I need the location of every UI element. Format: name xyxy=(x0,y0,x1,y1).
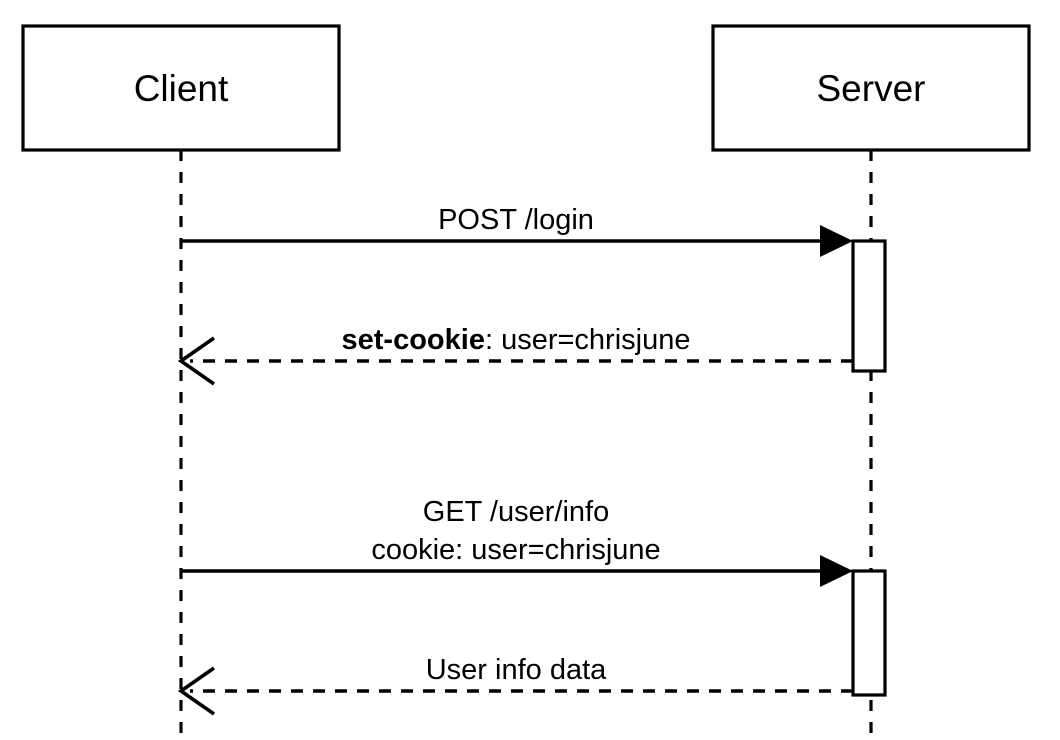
participant-label-server: Server xyxy=(817,68,926,109)
arrowhead-post-login xyxy=(820,225,853,257)
message-label-get-user-info: GET /user/info xyxy=(423,496,609,528)
message-label-user-info-data: User info data xyxy=(426,654,607,686)
message-label-get-user-info-cookie: cookie: user=chrisjune xyxy=(371,534,660,566)
arrowhead-get-user-info xyxy=(820,555,853,587)
participant-label-client: Client xyxy=(134,68,229,109)
message-label-post-login: POST /login xyxy=(438,204,594,236)
arrowhead-set-cookie xyxy=(177,336,216,386)
message-label-set-cookie-bold: set-cookie xyxy=(342,324,485,356)
activation-bar-server-1 xyxy=(851,239,887,373)
participant-box-client[interactable] xyxy=(21,24,341,152)
message-label-set-cookie-rest: : user=chrisjune xyxy=(485,324,691,356)
message-label-set-cookie: set-cookie: user=chrisjune xyxy=(342,324,691,356)
participant-box-server[interactable] xyxy=(711,24,1031,152)
activation-bar-server-2 xyxy=(851,569,887,697)
arrowhead-user-info-data xyxy=(177,666,216,716)
